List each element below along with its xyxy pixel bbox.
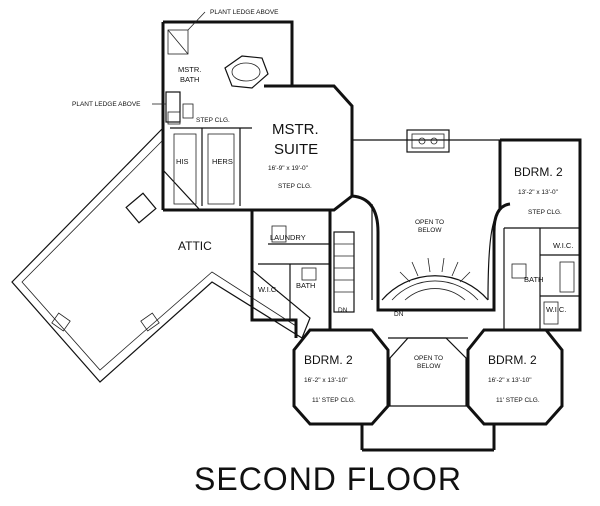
- attic-area: [11, 127, 311, 383]
- bedroom2-bottom-left-name: BDRM. 2: [304, 353, 353, 367]
- wic-right-lower-label: W.I.C.: [546, 305, 566, 314]
- open-below-bottom-2: BELOW: [417, 363, 441, 370]
- floor-title: SECOND FLOOR: [194, 461, 462, 497]
- bath-left-label: BATH: [296, 281, 315, 290]
- stair-dn-center: DN: [394, 311, 404, 318]
- master-bath-label-1: MSTR.: [178, 65, 201, 74]
- master-bath-label-2: BATH: [180, 75, 199, 84]
- master-suite-dims: 16'-9" x 19'-0": [268, 165, 309, 172]
- bottom-bedrooms: [292, 328, 564, 452]
- bedroom2-bottom-right-name: BDRM. 2: [488, 353, 537, 367]
- master-suite-walls: [252, 84, 500, 212]
- bedroom2-right-name: BDRM. 2: [514, 165, 563, 179]
- laundry-bath-block: [250, 210, 355, 338]
- open-below-bottom-1: OPEN TO: [414, 355, 443, 362]
- his-closet-label: HIS: [176, 157, 189, 166]
- stair-dn-left: DN: [338, 307, 348, 314]
- laundry-label: LAUNDRY: [270, 233, 306, 242]
- wic-left-label: W.I.C.: [258, 285, 278, 294]
- master-bath-ceiling: STEP CLG.: [196, 117, 230, 124]
- hers-closet-label: HERS: [212, 157, 233, 166]
- master-suite-ceiling: STEP CLG.: [278, 183, 312, 190]
- attic-label: ATTIC: [178, 239, 212, 253]
- bath-right-label: BATH: [524, 275, 543, 284]
- bedroom2-right-dims: 13'-2" x 13'-0": [518, 189, 559, 196]
- bedroom2-bottom-left-ceiling: 11' STEP CLG.: [312, 397, 356, 404]
- bedroom2-bottom-right-dims: 16'-2" x 13'-10": [488, 377, 532, 384]
- bedroom2-bottom-right-ceiling: 11' STEP CLG.: [496, 397, 540, 404]
- master-suite-label-1: MSTR.: [272, 121, 319, 138]
- central-gallery: [351, 194, 511, 312]
- wic-right-label: W.I.C.: [553, 241, 573, 250]
- open-below-top-1: OPEN TO: [415, 219, 444, 226]
- bedroom2-right-ceiling: STEP CLG.: [528, 209, 562, 216]
- plant-ledge-note-left: PLANT LEDGE ABOVE: [72, 101, 141, 108]
- open-below-top-2: BELOW: [418, 227, 442, 234]
- bedroom2-bottom-left-dims: 16'-2" x 13'-10": [304, 377, 348, 384]
- master-suite-label-2: SUITE: [274, 141, 318, 158]
- master-bath-block: [161, 20, 294, 212]
- plant-ledge-note-top: PLANT LEDGE ABOVE: [210, 9, 279, 16]
- right-bedroom-block: [498, 138, 582, 332]
